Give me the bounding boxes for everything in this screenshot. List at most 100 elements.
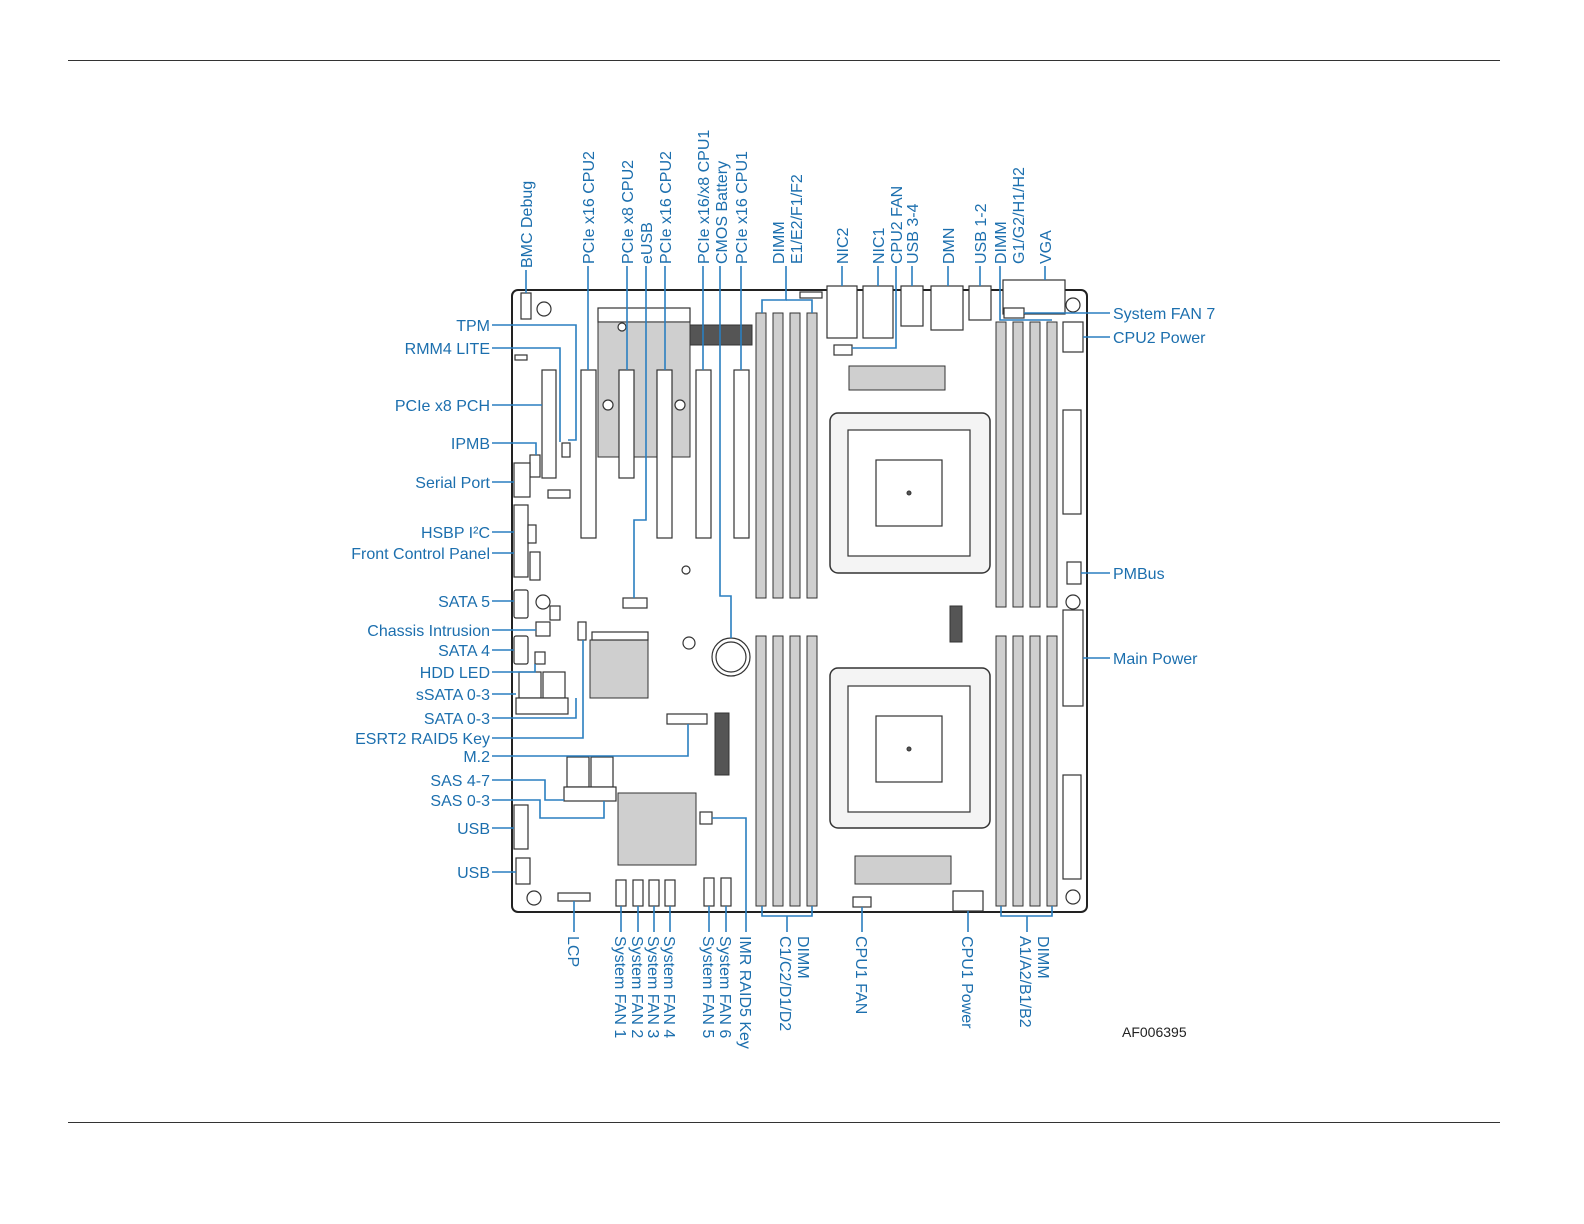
pcie-slot-2 [618, 369, 635, 479]
label-serial-port: Serial Port [415, 475, 490, 492]
hdd-led-header [534, 651, 546, 665]
top-rule [68, 60, 1500, 61]
dmn-port [930, 285, 964, 331]
leader-lines [492, 266, 1110, 932]
label-rmm4-lite: RMM4 LITE [405, 341, 490, 358]
riser-connector [689, 324, 753, 346]
label-ipmb: IPMB [451, 436, 490, 453]
sysfan3-header [648, 879, 660, 907]
cpu1-power-connector [952, 890, 984, 912]
bottom-rule [68, 1122, 1500, 1123]
ipmb-header [529, 454, 541, 478]
label-nic1: NIC1 [871, 227, 888, 264]
pmbus-header [1066, 561, 1082, 585]
m2-connector [666, 713, 708, 725]
label-sas47: SAS 4-7 [430, 773, 490, 790]
cpu1-center [906, 746, 912, 752]
mount-hole [1065, 889, 1081, 905]
cpu1-fan-header [852, 896, 872, 908]
cpu2-fan-header [833, 344, 853, 356]
usb-header [513, 804, 529, 850]
sysfan5-header [703, 877, 715, 907]
mount-hole [602, 399, 614, 411]
dimm-slot-c1 [755, 635, 767, 907]
label-pcie16-cpu2-a: PCIe x16 CPU2 [581, 151, 598, 264]
label-main-power: Main Power [1113, 651, 1198, 668]
label-sata5: SATA 5 [438, 594, 490, 611]
riser-frame [597, 307, 691, 323]
chassis-intrusion-header [535, 621, 551, 637]
label-esrt2-raid5-key: ESRT2 RAID5 Key [355, 731, 490, 748]
mount-hole [1065, 297, 1081, 313]
label-sas03: SAS 0-3 [430, 793, 490, 810]
nic2-port [826, 285, 858, 339]
imr-key-header [699, 811, 713, 825]
serial-port-header [513, 462, 531, 498]
sata5-connector [513, 589, 529, 619]
sysfan6-header [720, 877, 732, 907]
mount-hole [535, 594, 551, 610]
label-dmn: DMN [941, 228, 958, 264]
pcie-slot-4 [695, 369, 712, 539]
mount-hole [536, 301, 552, 317]
dimm-slot-a1 [995, 635, 1007, 907]
label-bmc-debug: BMC Debug [519, 181, 536, 268]
label-system-fan-5: System FAN 5 [699, 936, 716, 1038]
sas-base [563, 786, 617, 802]
label-vga: VGA [1038, 230, 1055, 264]
pcie-slot-5 [733, 369, 750, 539]
label-usb-upper: USB [457, 821, 490, 838]
sata4-connector [513, 635, 529, 665]
label-dimm-gh: DIMM [993, 221, 1010, 264]
label-dimm-cd: DIMM [794, 936, 811, 979]
vrm-heatsink-bottom [854, 855, 952, 885]
dimm-slot-g2 [1012, 321, 1024, 608]
label-usb12: USB 1-2 [973, 203, 990, 264]
pcie-slot-1 [580, 369, 597, 539]
rmm4-header [561, 442, 571, 458]
cpu2-power-connector [1062, 321, 1084, 353]
center-connector [949, 605, 963, 643]
label-pcie16x8-cpu1: PCIe x16/x8 CPU1 [696, 130, 713, 264]
label-system-fan-6: System FAN 6 [716, 936, 733, 1038]
label-hsbp-i2c: HSBP I²C [421, 525, 490, 542]
label-dimm-cd-slots: C1/C2/D1/D2 [776, 936, 793, 1031]
usb12-port [968, 285, 992, 321]
sas03-connector [590, 756, 614, 788]
sysfan7-header [1003, 307, 1025, 319]
nic1-port [862, 285, 894, 339]
label-m2: M.2 [463, 749, 490, 766]
label-chassis-intrusion: Chassis Intrusion [367, 623, 490, 640]
eusb-header [547, 489, 571, 499]
label-eusb: eUSB [639, 222, 656, 264]
dimm-slot-e2 [772, 312, 784, 599]
mount-hole [674, 399, 686, 411]
label-dimm-gh-slots: G1/G2/H1/H2 [1011, 167, 1028, 264]
mount-hole [682, 636, 696, 650]
dimm-slot-f1 [789, 312, 801, 599]
label-pcie16-cpu2-b: PCIe x16 CPU2 [658, 151, 675, 264]
mount-hole [617, 322, 627, 332]
label-pcie-x8-pch: PCIe x8 PCH [395, 398, 490, 415]
tpm-header [514, 354, 528, 361]
label-dimm-ab-slots: A1/A2/B1/B2 [1016, 936, 1033, 1028]
vrm-heatsink-top [848, 365, 946, 391]
lcp-header [557, 892, 591, 902]
dimm-slot-a2 [1012, 635, 1024, 907]
main-power-connector [1062, 609, 1084, 707]
front-panel-header [513, 504, 529, 578]
label-pmbus: PMBus [1113, 566, 1165, 583]
ssata-connector [518, 671, 542, 699]
label-system-fan-3: System FAN 3 [644, 936, 661, 1038]
side-connector-top [1062, 409, 1082, 515]
rear-small-header [799, 291, 823, 299]
mount-hole [1065, 594, 1081, 610]
label-dimm-ab: DIMM [1034, 936, 1051, 979]
label-lcp: LCP [564, 936, 581, 967]
label-system-fan-2: System FAN 2 [628, 936, 645, 1038]
m2-slot [714, 712, 730, 776]
dimm-slot-c2 [772, 635, 784, 907]
eusb-port [622, 597, 648, 609]
misc-header [529, 551, 541, 581]
